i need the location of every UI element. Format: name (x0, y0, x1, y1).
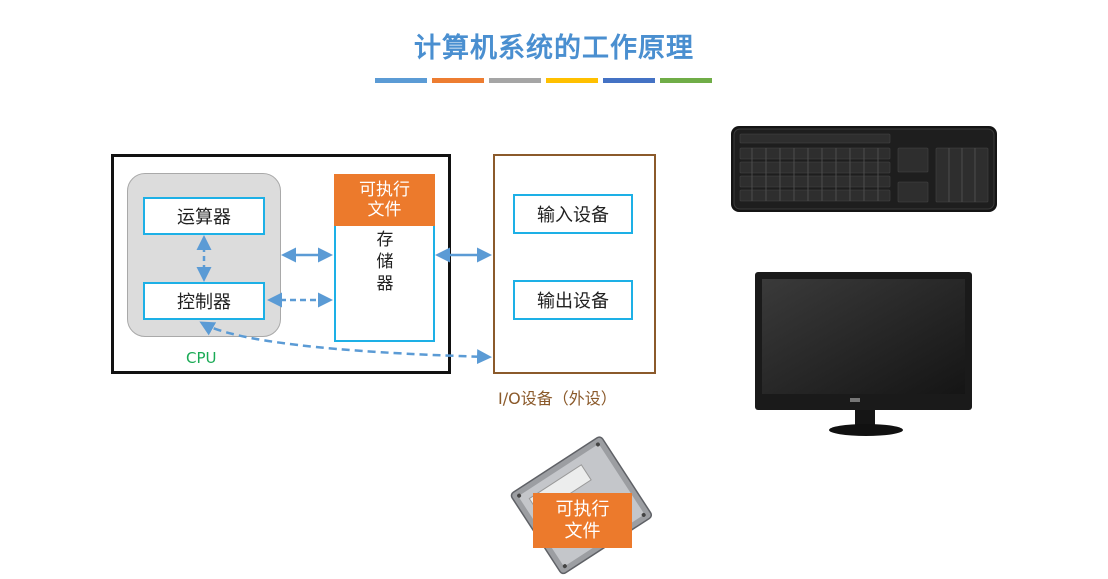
io-label: I/O设备（外设） (498, 389, 617, 408)
stripe-4 (546, 78, 598, 83)
memory-exec-file: 可执行 文件 (334, 174, 435, 226)
memory-char-3: 器 (376, 274, 394, 294)
control-unit-box: 控制器 (143, 282, 265, 320)
output-device-box: 输出设备 (513, 280, 633, 320)
memory-char-2: 储 (376, 252, 394, 272)
page-title: 计算机系统的工作原理 (414, 33, 694, 64)
memory-exec-line-2: 文件 (367, 200, 402, 220)
hdd-exec-line-1: 可执行 (555, 498, 610, 520)
control-io-arrow (199, 321, 492, 365)
input-device-box: 输入设备 (513, 194, 633, 234)
stripe-5 (603, 78, 655, 83)
memory-label: 存 储 器 (373, 229, 397, 295)
io-frame (493, 154, 656, 374)
computer-frame (111, 154, 451, 374)
stripe-6 (660, 78, 712, 83)
memory-exec-line-1: 可执行 (359, 180, 410, 200)
hdd-exec-file: 可执行 文件 (533, 493, 632, 548)
memory-char-1: 存 (376, 230, 394, 250)
stripe-3 (489, 78, 541, 83)
stripe-2 (432, 78, 484, 83)
stripe-1 (375, 78, 427, 83)
alu-box: 运算器 (143, 197, 265, 235)
hdd-exec-line-2: 文件 (564, 520, 601, 542)
